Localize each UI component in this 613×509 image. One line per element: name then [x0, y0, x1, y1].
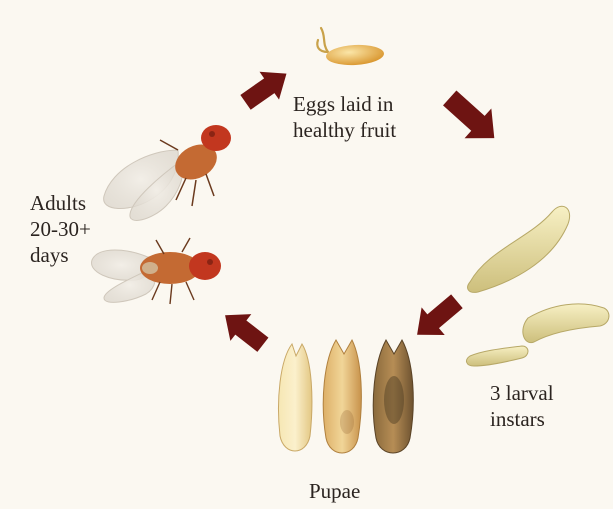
- adult-fly-icon: [92, 125, 231, 304]
- arrow-adult-to-egg: [236, 60, 296, 117]
- eggs-label: Eggs laid in healthy fruit: [293, 91, 396, 143]
- arrow-larva-to-pupa: [406, 287, 469, 348]
- adults-label: Adults 20-30+ days: [30, 190, 91, 268]
- arrow-egg-to-larva: [436, 83, 507, 153]
- egg-icon: [317, 28, 384, 67]
- larvae-label: 3 larval instars: [490, 380, 554, 432]
- larva-icon: [467, 206, 609, 366]
- arrow-pupa-to-adult: [215, 302, 274, 358]
- pupa-icon: [279, 340, 414, 453]
- pupae-label: Pupae: [309, 478, 360, 504]
